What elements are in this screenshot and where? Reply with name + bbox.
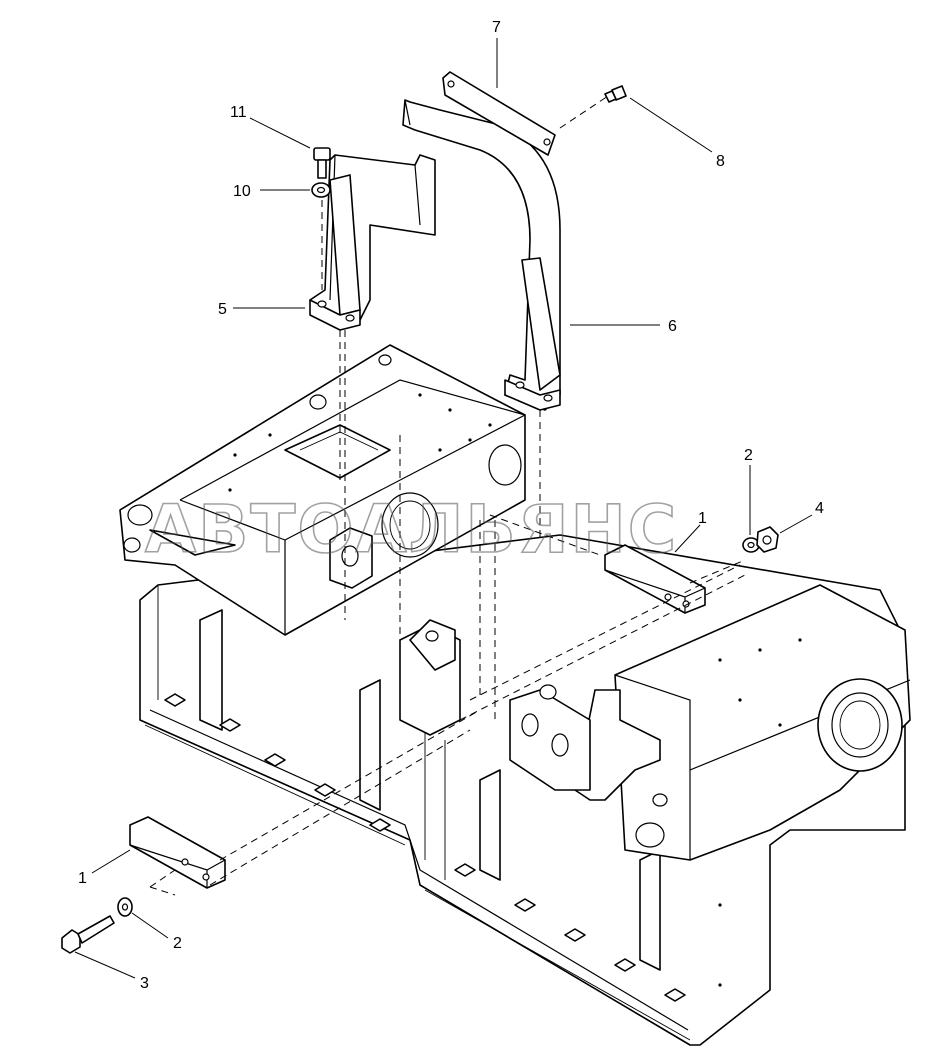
callout-2-lower: 2: [173, 935, 182, 952]
part-1-bar-lower: [129, 816, 226, 889]
assembly-lines: [149, 95, 746, 896]
callout-11: 11: [230, 104, 247, 121]
part-2-washer-left: [117, 897, 133, 917]
callout-7: 7: [492, 19, 501, 36]
right-housing: [509, 584, 911, 987]
part-6-bracket: [402, 99, 561, 411]
part-7-plate: [442, 71, 556, 156]
leader-lines: [74, 38, 813, 979]
callout-10: 10: [233, 183, 251, 200]
watermark-text: АВТОАЛЬЯНС: [145, 491, 678, 568]
part-10-washer: [311, 182, 331, 198]
callout-8: 8: [716, 153, 725, 170]
callout-4: 4: [815, 500, 824, 517]
left-housing: [119, 344, 526, 636]
callout-5: 5: [218, 301, 227, 318]
callout-6: 6: [668, 318, 677, 335]
part-3-bolt: [61, 915, 115, 954]
part-4-nut: [756, 526, 779, 553]
callout-1-lower: 1: [78, 870, 87, 887]
part-11-bolt: [313, 147, 331, 179]
part-5-bracket: [309, 154, 436, 331]
callout-3: 3: [140, 975, 149, 992]
center-bracket: [399, 619, 461, 736]
callout-2-upper: 2: [744, 447, 753, 464]
callout-1-upper: 1: [698, 510, 707, 527]
part-8-screw: [604, 85, 627, 103]
part-2-washer-right: [742, 537, 760, 553]
